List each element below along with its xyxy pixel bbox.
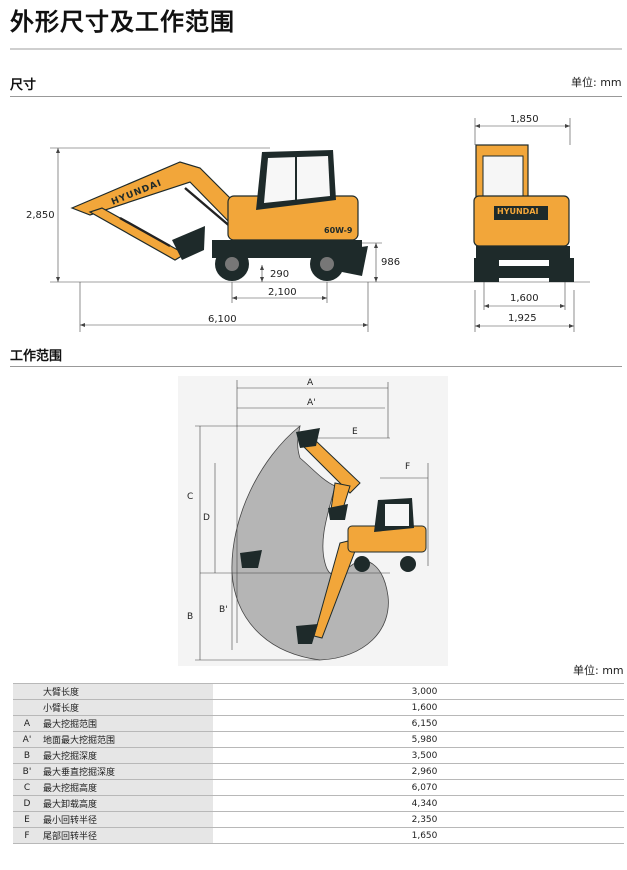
range-letter-a-prime: A' <box>307 398 316 408</box>
spec-value: 3,000 <box>213 683 624 700</box>
working-range-section-title: 工作范围 <box>10 349 63 364</box>
dimensions-section-title: 尺寸 <box>10 78 37 93</box>
spec-name: 最大挖掘深度 <box>41 747 213 764</box>
range-letter-e: E <box>352 427 358 437</box>
spec-name: 尾部回转半径 <box>41 827 213 844</box>
spec-value: 1,600 <box>213 699 624 716</box>
spec-name: 大臂长度 <box>41 683 213 700</box>
dimensions-divider <box>10 96 622 97</box>
model-label: 60W-9 <box>324 226 353 235</box>
spec-name: 最大挖掘范围 <box>41 715 213 732</box>
spec-key: E <box>13 811 41 828</box>
working-range-unit: 单位: mm <box>573 664 624 677</box>
dim-wheelbase-label: 2,100 <box>268 287 297 298</box>
excavator-side-illustration <box>70 150 368 281</box>
spec-value: 5,980 <box>213 731 624 748</box>
range-letter-a: A <box>307 378 314 388</box>
spec-name: 最大卸载高度 <box>41 795 213 812</box>
title-divider <box>10 48 622 50</box>
working-range-drawing <box>178 376 448 666</box>
working-range-divider <box>10 366 622 367</box>
dim-blade-height-label: 986 <box>381 257 401 268</box>
spec-value: 6,150 <box>213 715 624 732</box>
spec-key: A <box>13 715 41 732</box>
range-letter-f: F <box>405 462 411 472</box>
range-letter-b: B <box>187 612 194 622</box>
dimensions-unit: 单位: mm <box>571 76 622 89</box>
spec-value: 3,500 <box>213 747 624 764</box>
spec-name: 小臂长度 <box>41 699 213 716</box>
dim-overall-width-label: 1,925 <box>508 313 537 324</box>
spec-value: 1,650 <box>213 827 624 844</box>
range-letter-d: D <box>203 513 210 523</box>
dim-height-label: 2,850 <box>26 210 55 221</box>
spec-key: B <box>13 747 41 764</box>
spec-key: B' <box>13 763 41 780</box>
spec-value: 2,960 <box>213 763 624 780</box>
spec-name: 地面最大挖掘范围 <box>41 731 213 748</box>
spec-key: A' <box>13 731 41 748</box>
spec-value: 4,340 <box>213 795 624 812</box>
dim-top-width-label: 1,850 <box>510 114 539 125</box>
dimensions-drawing <box>50 118 590 332</box>
range-letter-c: C <box>187 492 194 502</box>
spec-value: 6,070 <box>213 779 624 796</box>
spec-key <box>13 699 41 716</box>
spec-key: F <box>13 827 41 844</box>
excavator-working-illustration <box>240 428 427 644</box>
dim-track-label: 1,600 <box>510 293 539 304</box>
excavator-rear-illustration <box>473 144 574 282</box>
page-title: 外形尺寸及工作范围 <box>10 8 235 36</box>
brand-rear-label: HYUNDAI <box>497 207 539 216</box>
spec-key: C <box>13 779 41 796</box>
spec-name: 最小回转半径 <box>41 811 213 828</box>
spec-value: 2,350 <box>213 811 624 828</box>
spec-key: D <box>13 795 41 812</box>
range-letter-b-prime: B' <box>219 605 228 615</box>
dim-overall-length-label: 6,100 <box>208 314 237 325</box>
spec-key <box>13 683 41 700</box>
spec-name: 最大垂直挖掘深度 <box>41 763 213 780</box>
dim-ground-clearance-label: 290 <box>270 269 290 280</box>
spec-name: 最大挖掘高度 <box>41 779 213 796</box>
